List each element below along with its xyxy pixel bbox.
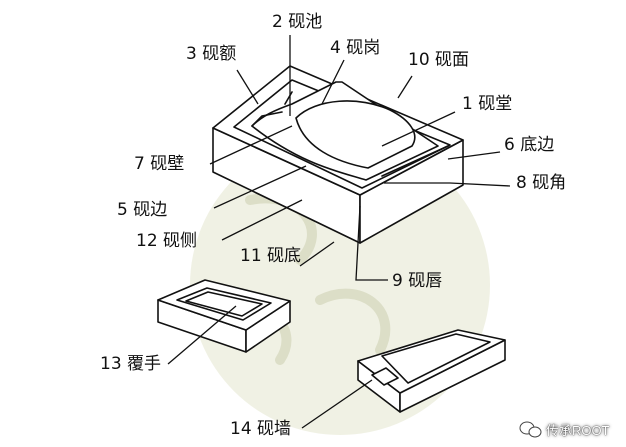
watermark-text: 传承ROOT — [546, 423, 610, 438]
cover-hand-piece — [157, 279, 291, 353]
label-yan-chun: 9 砚唇 — [392, 271, 443, 291]
inkstone-hall-surface — [295, 100, 416, 169]
label-di-bian: 6 底边 — [504, 135, 555, 155]
wall-piece — [357, 329, 506, 413]
label-yan-chi: 2 砚池 — [272, 12, 323, 32]
label-yan-bi: 7 砚壁 — [134, 154, 185, 174]
main-inkstone — [212, 65, 464, 244]
leader-lines — [167, 35, 511, 429]
leader-yan-jiao — [384, 182, 511, 187]
label-yan-tang: 1 砚堂 — [462, 94, 513, 114]
label-yan-jiao: 8 砚角 — [516, 173, 567, 193]
label-yan-mian: 10 砚面 — [408, 50, 470, 70]
leader-yan-chun — [355, 205, 388, 281]
label-fu-shou: 13 覆手 — [100, 354, 162, 374]
leader-yan-ce — [221, 199, 303, 241]
leader-yan-mian — [397, 75, 413, 99]
wechat-icon — [519, 421, 542, 438]
leader-yan-di — [299, 241, 335, 267]
wall-inner-rim — [381, 333, 491, 384]
rim-step-line — [251, 91, 293, 127]
label-yan-di: 11 砚底 — [240, 246, 302, 266]
label-yan-gang: 4 砚岗 — [330, 38, 381, 58]
cover-hollow — [185, 291, 263, 317]
leader-yan-bi — [209, 125, 293, 165]
leader-yan-tang — [381, 111, 456, 147]
inner-corner-line — [381, 145, 449, 177]
label-yan-ce: 12 砚侧 — [136, 231, 198, 251]
label-yan-bian: 5 砚边 — [117, 200, 168, 220]
label-yan-e: 3 砚额 — [186, 44, 237, 64]
leader-yan-e — [236, 69, 259, 105]
label-yan-qiang: 14 砚墙 — [230, 419, 292, 439]
wall-groove — [371, 367, 399, 386]
leader-yan-bian — [213, 165, 307, 209]
leader-di-bian — [447, 151, 501, 160]
leader-yan-qiang — [301, 379, 373, 429]
leader-fu-shou — [167, 305, 237, 365]
leader-yan-gang — [321, 59, 345, 105]
